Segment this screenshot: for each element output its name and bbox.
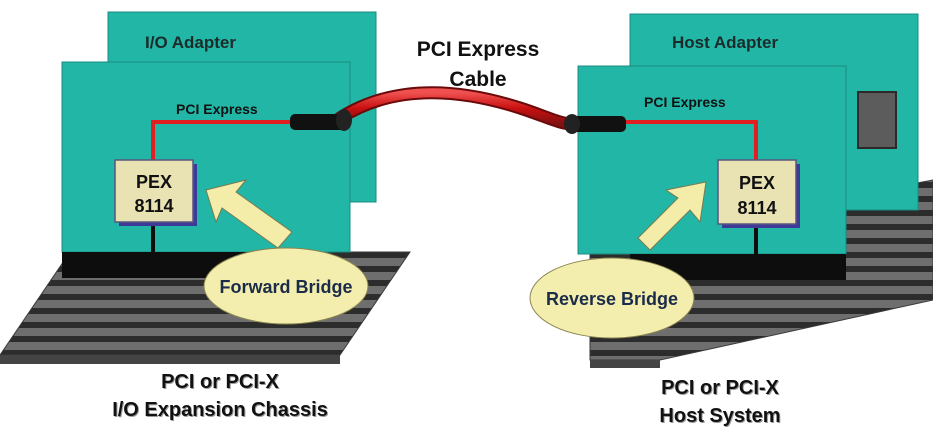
right-pcie-label: PCI Express	[644, 94, 726, 110]
right-caption-line1: PCI or PCI-X	[661, 377, 779, 399]
right-adapter-label: Host Adapter	[672, 33, 778, 52]
left-chassis: I/O Adapter PCI Express PEX 8114 Forward…	[0, 11, 411, 364]
right-bridge-arrow	[637, 181, 707, 251]
left-caption-line2: I/O Expansion Chassis	[112, 399, 328, 421]
right-caption-line2: Host System	[659, 405, 781, 427]
cable-connector-left	[290, 114, 346, 130]
left-adapter-label: I/O Adapter	[145, 33, 236, 52]
right-pex-chip	[717, 159, 797, 225]
right-back-card-component	[857, 91, 897, 149]
pcie-cable: PCI Express Cable	[290, 38, 626, 134]
left-front-card	[61, 61, 351, 253]
left-bridge-bubble	[203, 247, 369, 325]
right-bridge-bubble	[529, 257, 695, 339]
cable-connector-right	[568, 116, 626, 132]
left-pcie-trace	[151, 120, 296, 160]
left-motherboard-edge	[0, 355, 340, 364]
right-front-card	[577, 65, 847, 255]
right-pcie-trace	[620, 120, 758, 160]
left-caption-line1: PCI or PCI-X	[161, 371, 279, 393]
cable-title-line1: PCI Express	[417, 38, 540, 61]
cable-title-line2: Cable	[449, 68, 506, 91]
left-chassis-caption: PCI or PCI-X I/O Expansion Chassis	[60, 368, 380, 424]
left-chip-line2: 8114	[134, 196, 173, 216]
cable-connector-right-end	[564, 114, 580, 134]
cable-highlight	[335, 88, 577, 129]
cable-connector-left-end	[336, 109, 352, 131]
left-bridge-arrow	[205, 179, 293, 249]
right-motherboard-edge	[590, 360, 660, 368]
left-chip-line1: PEX	[136, 172, 172, 192]
right-chassis-caption: PCI or PCI-X Host System	[600, 374, 840, 430]
right-bridge-label: Reverse Bridge	[546, 289, 678, 309]
left-pcie-label: PCI Express	[176, 101, 258, 117]
right-chassis: Host Adapter PCI Express PEX 8114 Revers…	[529, 13, 933, 368]
left-pex-chip	[114, 159, 194, 223]
left-bridge-label: Forward Bridge	[219, 277, 352, 297]
right-chip-line2: 8114	[737, 198, 776, 218]
right-chip-line1: PEX	[739, 173, 775, 193]
